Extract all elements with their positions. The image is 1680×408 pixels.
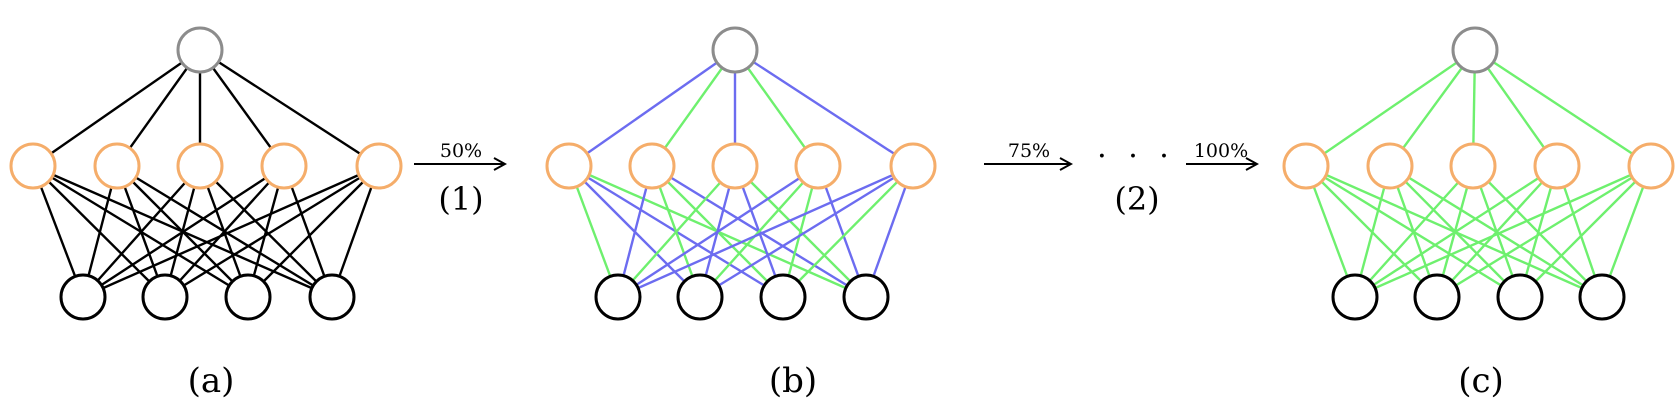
output-node	[176, 26, 224, 74]
edge-hidden-4-input-1	[617, 164, 819, 299]
output-node	[1451, 26, 1499, 74]
edge-output-hidden-5	[1474, 48, 1652, 168]
edge-hidden-5-input-3	[247, 165, 380, 298]
caption-b: (b)	[769, 361, 817, 401]
edge-hidden-3-input-1	[617, 165, 736, 298]
edge-output-hidden-2	[1389, 49, 1476, 167]
edge-hidden-5-input-2	[699, 164, 914, 299]
input-node-3	[1496, 273, 1544, 321]
input-node-3	[759, 273, 807, 321]
arrow-2-percent: 75%	[1008, 140, 1050, 162]
edge-hidden-5-input-3	[782, 165, 914, 298]
hidden-node-1	[545, 142, 593, 190]
edge-hidden-3-input-1	[82, 165, 201, 298]
edge-output-hidden-2	[651, 49, 736, 167]
arrow-2-step: (2)	[1114, 180, 1159, 218]
edge-output-hidden-5	[199, 48, 380, 168]
edge-output-hidden-4	[734, 49, 819, 167]
edge-hidden-4-input-2	[699, 165, 819, 298]
input-node-4	[308, 273, 356, 321]
input-node-3	[224, 273, 272, 321]
hidden-node-2	[628, 142, 676, 190]
arrow-1-step: (1)	[438, 180, 483, 218]
input-node-1	[59, 273, 107, 321]
edge-hidden-3-input-1	[1354, 165, 1474, 298]
network-a	[9, 26, 403, 321]
hidden-node-2	[1366, 142, 1414, 190]
edge-hidden-4-input-1	[82, 164, 285, 299]
edge-output-hidden-1	[568, 49, 736, 167]
hidden-node-1	[1282, 142, 1330, 190]
edge-output-hidden-1	[32, 49, 201, 167]
hidden-node-1	[9, 142, 57, 190]
arrow-3-percent: 100%	[1194, 140, 1248, 162]
hidden-node-4	[794, 142, 842, 190]
caption-a: (a)	[188, 361, 235, 401]
edge-hidden-5-input-2	[1436, 164, 1652, 299]
caption-c: (c)	[1458, 361, 1504, 401]
input-node-1	[594, 273, 642, 321]
hidden-node-5	[1627, 142, 1675, 190]
arrow-1-percent: 50%	[440, 140, 482, 162]
network-b	[545, 26, 937, 321]
input-node-2	[676, 273, 724, 321]
edge-output-hidden-4	[1474, 49, 1558, 167]
edge-hidden-5-input-1	[82, 164, 380, 299]
input-node-1	[1331, 273, 1379, 321]
input-node-4	[842, 273, 890, 321]
edge-hidden-5-input-3	[1519, 165, 1652, 298]
input-node-4	[1578, 273, 1626, 321]
network-c	[1282, 26, 1675, 321]
hidden-node-4	[1533, 142, 1581, 190]
edge-output-hidden-1	[1305, 49, 1476, 167]
hidden-node-5	[355, 142, 403, 190]
hidden-node-3	[1449, 142, 1497, 190]
edge-hidden-5-input-1	[1354, 164, 1652, 299]
hidden-node-2	[93, 142, 141, 190]
hidden-node-3	[176, 142, 224, 190]
ellipsis: · · ·	[1097, 139, 1175, 174]
hidden-node-3	[711, 142, 759, 190]
edge-hidden-5-input-2	[164, 164, 380, 299]
edge-hidden-4-input-2	[164, 165, 285, 298]
output-node	[711, 26, 759, 74]
edge-output-hidden-4	[199, 49, 285, 167]
hidden-node-5	[889, 142, 937, 190]
input-node-2	[1413, 273, 1461, 321]
edge-hidden-4-input-1	[1354, 164, 1558, 299]
hidden-node-4	[260, 142, 308, 190]
edge-output-hidden-5	[734, 48, 914, 168]
edge-hidden-5-input-1	[617, 164, 914, 299]
input-node-2	[141, 273, 189, 321]
edge-hidden-4-input-2	[1436, 165, 1558, 298]
edge-output-hidden-2	[116, 49, 201, 167]
